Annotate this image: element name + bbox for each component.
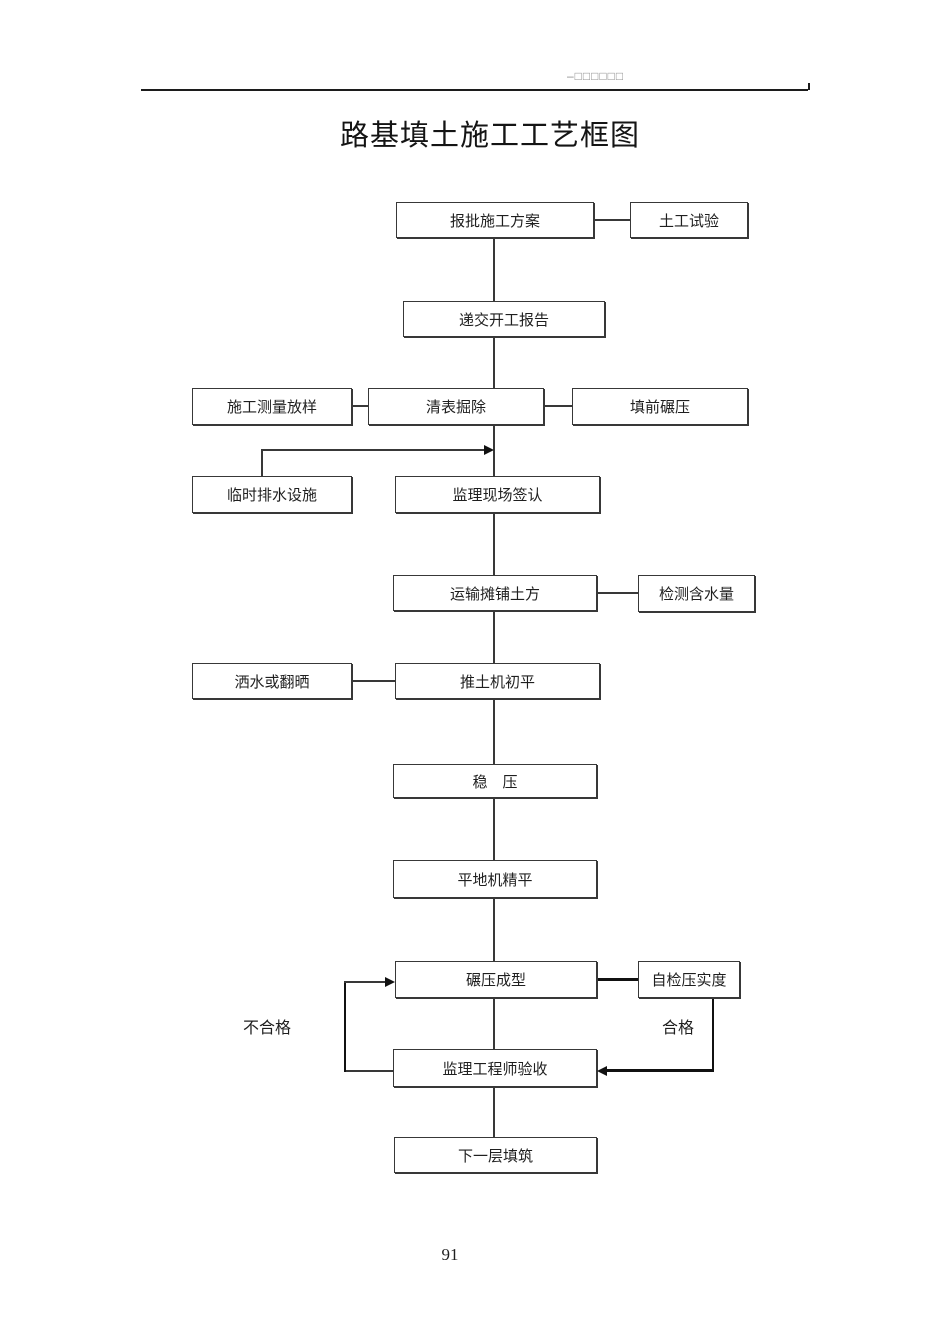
flow-node-temp-drainage: 临时排水设施	[192, 476, 352, 513]
connector-grader-to-compaction	[493, 899, 495, 961]
flow-node-moisture-test: 检测含水量	[638, 575, 755, 612]
pass-path-arrowhead-icon	[597, 1066, 607, 1076]
flow-node-supervisor-sign: 监理现场签认	[395, 476, 600, 513]
loop-fail-arrowhead-icon	[385, 977, 395, 987]
connector-sign-to-transport	[493, 514, 495, 575]
loop-fail-bottom-line	[344, 1070, 393, 1072]
connector-compaction-to-selfcheck	[598, 978, 638, 981]
loop-fail-vertical-line	[344, 982, 346, 1072]
drainage-arrowhead-icon	[484, 445, 494, 455]
flow-node-clear-surface: 清表掘除	[368, 388, 544, 425]
page-title: 路基填土施工工艺框图	[339, 120, 640, 152]
header-text: –□□□□□□	[567, 69, 625, 83]
flow-node-submit-report: 递交开工报告	[403, 301, 605, 337]
connector-survey-to-clear	[353, 405, 368, 407]
flow-node-compaction-form: 碾压成型	[395, 961, 597, 998]
flow-node-water-or-dry: 洒水或翻晒	[192, 663, 352, 699]
connector-bulldozer-to-staticpress	[493, 700, 495, 764]
flow-node-pre-compaction: 填前碾压	[572, 388, 748, 425]
flow-node-bulldozer-level: 推土机初平	[395, 663, 600, 699]
connector-report-to-clear	[493, 338, 495, 388]
header-rule-end-tick	[808, 83, 810, 90]
connector-transport-to-moisture	[598, 592, 638, 594]
edge-label-fail: 不合格	[243, 1020, 292, 1037]
flow-node-survey-layout: 施工测量放样	[192, 388, 352, 425]
flow-node-soil-test: 土工试验	[630, 202, 748, 238]
connector-drainage-arrow-line	[261, 449, 484, 451]
flow-node-approve-plan: 报批施工方案	[396, 202, 594, 238]
flow-node-grader-level: 平地机精平	[393, 860, 597, 898]
connector-clear-to-sign	[493, 426, 495, 476]
loop-fail-top-line	[344, 981, 385, 983]
connector-water-to-bulldozer	[353, 680, 395, 682]
edge-label-pass: 合格	[662, 1020, 695, 1037]
flow-node-next-layer: 下一层填筑	[394, 1137, 597, 1173]
connector-staticpress-to-grader	[493, 799, 495, 860]
connector-approve-to-report	[493, 239, 495, 301]
flow-node-self-check: 自检压实度	[638, 961, 740, 998]
flow-node-static-press: 稳 压	[393, 764, 597, 798]
flow-node-transport-spread: 运输摊铺土方	[393, 575, 597, 611]
header-rule	[141, 89, 808, 91]
connector-approve-to-soiltest	[595, 219, 630, 221]
connector-accept-to-nextlayer	[493, 1088, 495, 1137]
connector-clear-to-precompaction	[545, 405, 572, 407]
flow-node-engineer-accept: 监理工程师验收	[393, 1049, 597, 1087]
connector-transport-to-bulldozer	[493, 612, 495, 663]
connector-drainage-stub	[261, 450, 263, 476]
connector-compaction-to-accept	[493, 999, 495, 1049]
page-number: 91	[441, 1245, 459, 1264]
pass-path-horizontal-line	[606, 1069, 713, 1072]
pass-path-vertical-line	[712, 999, 714, 1072]
